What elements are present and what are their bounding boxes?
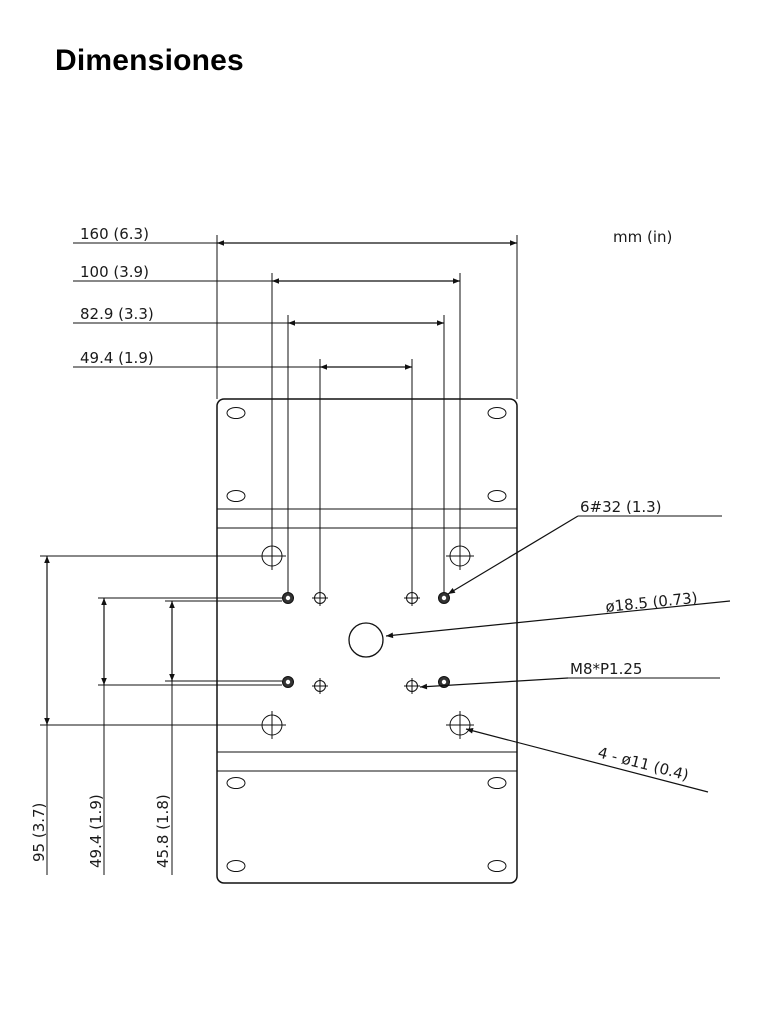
dim-width-82-9: 82.9 (3.3) [80,305,154,323]
callout-center-hole-label: ø18.5 (0.73) [605,589,699,616]
callout-mount-holes-label: 4 - ø11 (0.4) [596,743,691,784]
callout-thread: M8*P1.25 [419,660,720,690]
units-label: mm (in) [613,228,672,246]
center-hole [348,622,384,658]
page-title: Dimensiones [55,44,244,77]
flange-slots [226,407,507,872]
dim-height-49-4: 49.4 (1.9) [87,794,105,868]
dim-width-100: 100 (3.9) [80,263,149,281]
mounting-plate [216,398,518,884]
dim-width-49-4: 49.4 (1.9) [80,349,154,367]
width-dimensions: 160 (6.3) 100 (3.9) 82.9 (3.3) 49.4 (1.9… [73,225,518,593]
dim-width-160: 160 (6.3) [80,225,149,243]
dim-height-45-8: 45.8 (1.8) [154,794,172,868]
callout-screw-holes: 6#32 (1.3) [447,498,722,595]
callout-screw-holes-label: 6#32 (1.3) [580,498,662,516]
height-dimensions: 95 (3.7) 49.4 (1.9) 45.8 (1.8) [30,555,282,875]
callout-thread-label: M8*P1.25 [570,660,642,678]
dim-height-95: 95 (3.7) [30,803,48,862]
